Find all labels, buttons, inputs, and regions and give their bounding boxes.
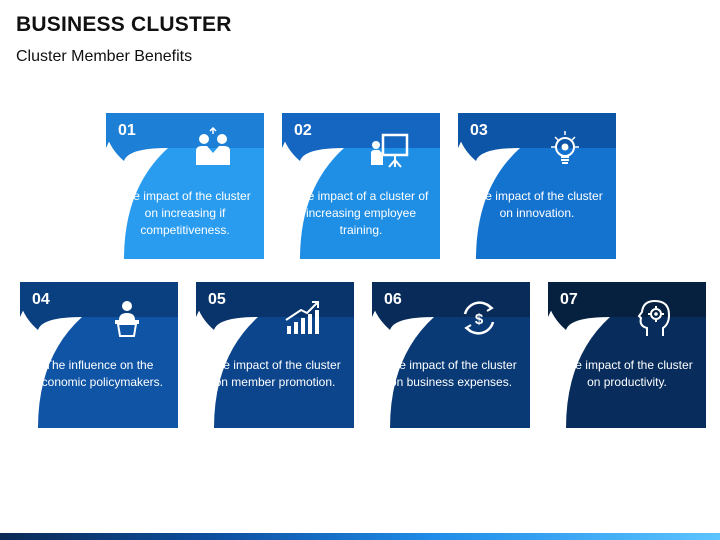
card-number: 04 [32, 291, 50, 308]
presentation-icon [371, 133, 409, 168]
card-shape [20, 282, 178, 428]
podium-speaker-icon [115, 301, 139, 337]
card-text: The impact of the cluster on business ex… [385, 358, 517, 389]
card-number: 07 [560, 291, 578, 308]
card-number: 05 [208, 291, 226, 308]
card-text: The impact of the cluster on member prom… [209, 358, 341, 389]
dollar-cycle-icon: $ [463, 301, 495, 335]
card-text: The impact of the cluster on increasing … [119, 189, 251, 237]
card-text: The impact of a cluster of increasing em… [293, 189, 429, 237]
page-subtitle: Cluster Member Benefits [16, 48, 193, 65]
benefit-card-01: 01 The impact of the cluster on increasi… [106, 113, 264, 259]
card-shape [458, 113, 616, 259]
benefit-card-04: 04 The influence on the economic policym… [20, 282, 178, 428]
growth-chart-icon [285, 301, 319, 334]
bottom-accent-bar [0, 533, 720, 540]
card-shape [372, 282, 530, 428]
card-number: 01 [118, 122, 136, 139]
benefit-card-06: 06 $ The impact of the cluster on busine… [372, 282, 530, 428]
card-shape [196, 282, 354, 428]
card-shape [282, 113, 440, 259]
card-text: The impact of the cluster on innovation. [471, 189, 603, 220]
benefit-card-07: 07 The impact of the cluster on producti… [548, 282, 706, 428]
card-number: 03 [470, 122, 488, 139]
head-gear-icon [637, 299, 671, 336]
card-number: 06 [384, 291, 402, 308]
card-shape [548, 282, 706, 428]
handshake-people-icon [196, 127, 230, 165]
lightbulb-gear-icon [551, 131, 579, 164]
svg-text:$: $ [475, 311, 484, 328]
card-text: The influence on the economic policymake… [34, 358, 164, 389]
benefit-card-03: 03 The impact of the cluster on innovati… [458, 113, 616, 259]
benefit-card-02: 02 The impact of a cluster of increasing… [282, 113, 440, 259]
card-number: 02 [294, 122, 312, 139]
page-title: BUSINESS CLUSTER [16, 13, 232, 36]
card-text: The impact of the cluster on productivit… [561, 358, 693, 389]
card-shape [106, 113, 264, 259]
benefit-card-05: 05 The impact of the cluster on member p… [196, 282, 354, 428]
